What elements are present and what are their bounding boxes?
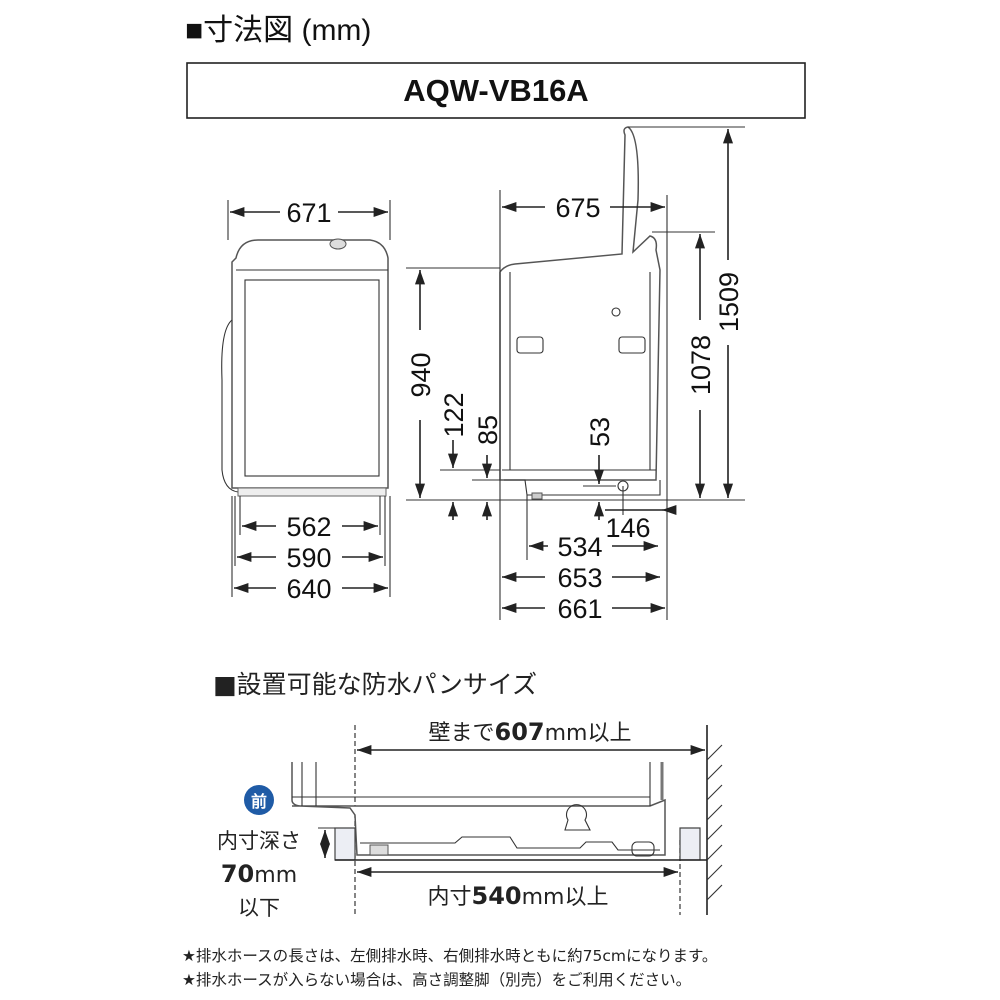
pan-heading: ■設置可能な防水パンサイズ (213, 670, 537, 699)
lid-open-height-label: 1509 (714, 272, 744, 332)
depth-value: 70mm (221, 860, 297, 888)
total-depth-label: 661 (557, 594, 602, 624)
side-view: 675 940 122 85 53 146 1078 1509 5 (406, 126, 745, 624)
hose-122-label: 122 (439, 392, 469, 437)
front-badge (244, 785, 274, 815)
note-2: ★排水ホースが入らない場合は、高さ調整脚（別売）をご利用ください。 (182, 971, 691, 989)
base-depth-label: 653 (557, 563, 602, 593)
page-title: ■寸法図 (mm) (185, 14, 371, 47)
body-height-label: 940 (406, 352, 436, 397)
hose-53-label: 53 (585, 417, 615, 447)
inner-width-label: 内寸540mm以上 (428, 882, 609, 910)
control-height-label: 1078 (686, 335, 716, 395)
front-width-label: 671 (286, 198, 331, 228)
hose-85-label: 85 (473, 415, 503, 445)
depth-suffix: 以下 (238, 896, 280, 920)
side-depth-label: 675 (555, 193, 600, 223)
depth-label: 内寸深さ (217, 829, 301, 853)
model-box (186, 62, 806, 119)
model-name: AQW-VB16A (403, 73, 588, 108)
pan-section: ■設置可能な防水パンサイズ 壁まで607mm以上 (213, 670, 723, 920)
feet-outer-label: 590 (286, 543, 331, 573)
hose-146-label: 146 (605, 513, 650, 543)
wall-clearance-label: 壁まで607mm以上 (429, 718, 632, 746)
feet-depth-label: 534 (557, 532, 602, 562)
front-badge-text: 前 (251, 792, 267, 811)
base-width-label: 640 (286, 574, 331, 604)
front-view: 671 562 590 640 (221, 198, 391, 604)
feet-inner-label: 562 (286, 512, 331, 542)
note-1: ★排水ホースの長さは、左側排水時、右側排水時ともに約75cmになります。 (182, 947, 717, 965)
